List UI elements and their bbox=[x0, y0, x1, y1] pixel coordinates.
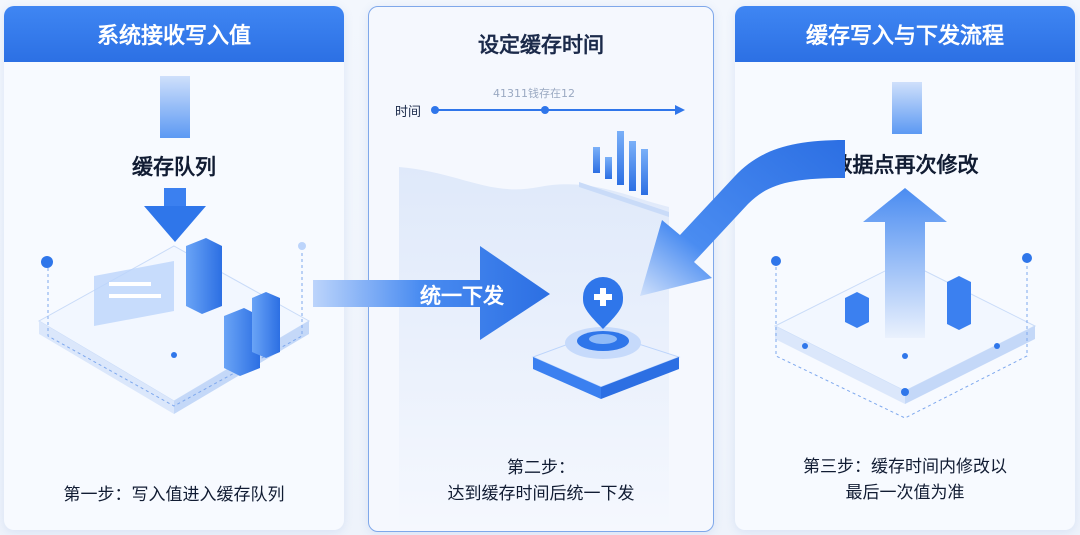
node-dot bbox=[298, 242, 306, 250]
panel-three-title: 缓存写入与下发流程 bbox=[735, 6, 1075, 62]
node-dot bbox=[994, 343, 1000, 349]
step-two-line-1: 第二步： bbox=[507, 458, 575, 478]
bar-chart-icon bbox=[186, 238, 280, 376]
axis-label: 时间 bbox=[395, 105, 422, 120]
axis-caption: 41311钱存在12 bbox=[493, 87, 575, 100]
panel-two-title: 设定缓存时间 bbox=[478, 33, 604, 57]
node-dot bbox=[1022, 253, 1032, 263]
modify-illustration bbox=[771, 82, 1037, 419]
dispatch-arrow-icon bbox=[313, 246, 550, 340]
up-arrow-icon bbox=[863, 188, 947, 338]
panel-step-one: 系统接收写入值 bbox=[4, 6, 344, 530]
step-one-text: 第一步：写入值进入缓存队列 bbox=[63, 485, 285, 505]
modify-label: 数据点再次修改 bbox=[831, 153, 979, 177]
step-three-line-2: 最后一次值为准 bbox=[845, 483, 965, 503]
plus-pin-icon bbox=[583, 277, 623, 329]
node-dot bbox=[41, 256, 53, 268]
timeline-arrow-icon bbox=[431, 105, 685, 115]
timer-illustration bbox=[399, 105, 685, 531]
queue-label: 缓存队列 bbox=[132, 155, 216, 179]
return-arrow-icon bbox=[640, 140, 845, 296]
dispatch-platform bbox=[531, 327, 681, 399]
node-dot bbox=[902, 353, 908, 359]
panel-step-three: 缓存写入与下发流程 bbox=[735, 6, 1075, 530]
node-dot bbox=[901, 388, 909, 396]
step-two-line-2: 达到缓存时间后统一下发 bbox=[447, 484, 635, 504]
down-stream-bar bbox=[160, 76, 190, 138]
node-dot bbox=[802, 343, 808, 349]
bar-chart-icon bbox=[845, 276, 971, 330]
panel-one-title: 系统接收写入值 bbox=[4, 6, 344, 62]
up-stream-bar bbox=[892, 82, 922, 134]
step-three-line-1: 第三步：缓存时间内修改以 bbox=[803, 457, 1007, 477]
message-card bbox=[94, 261, 174, 326]
dispatch-label: 统一下发 bbox=[420, 284, 504, 308]
wave-backdrop bbox=[399, 167, 669, 531]
queue-illustration bbox=[37, 76, 311, 414]
down-arrow-icon bbox=[144, 188, 206, 242]
bar-chart-icon bbox=[579, 131, 669, 217]
node-dot bbox=[171, 352, 177, 358]
node-dot bbox=[771, 256, 781, 266]
